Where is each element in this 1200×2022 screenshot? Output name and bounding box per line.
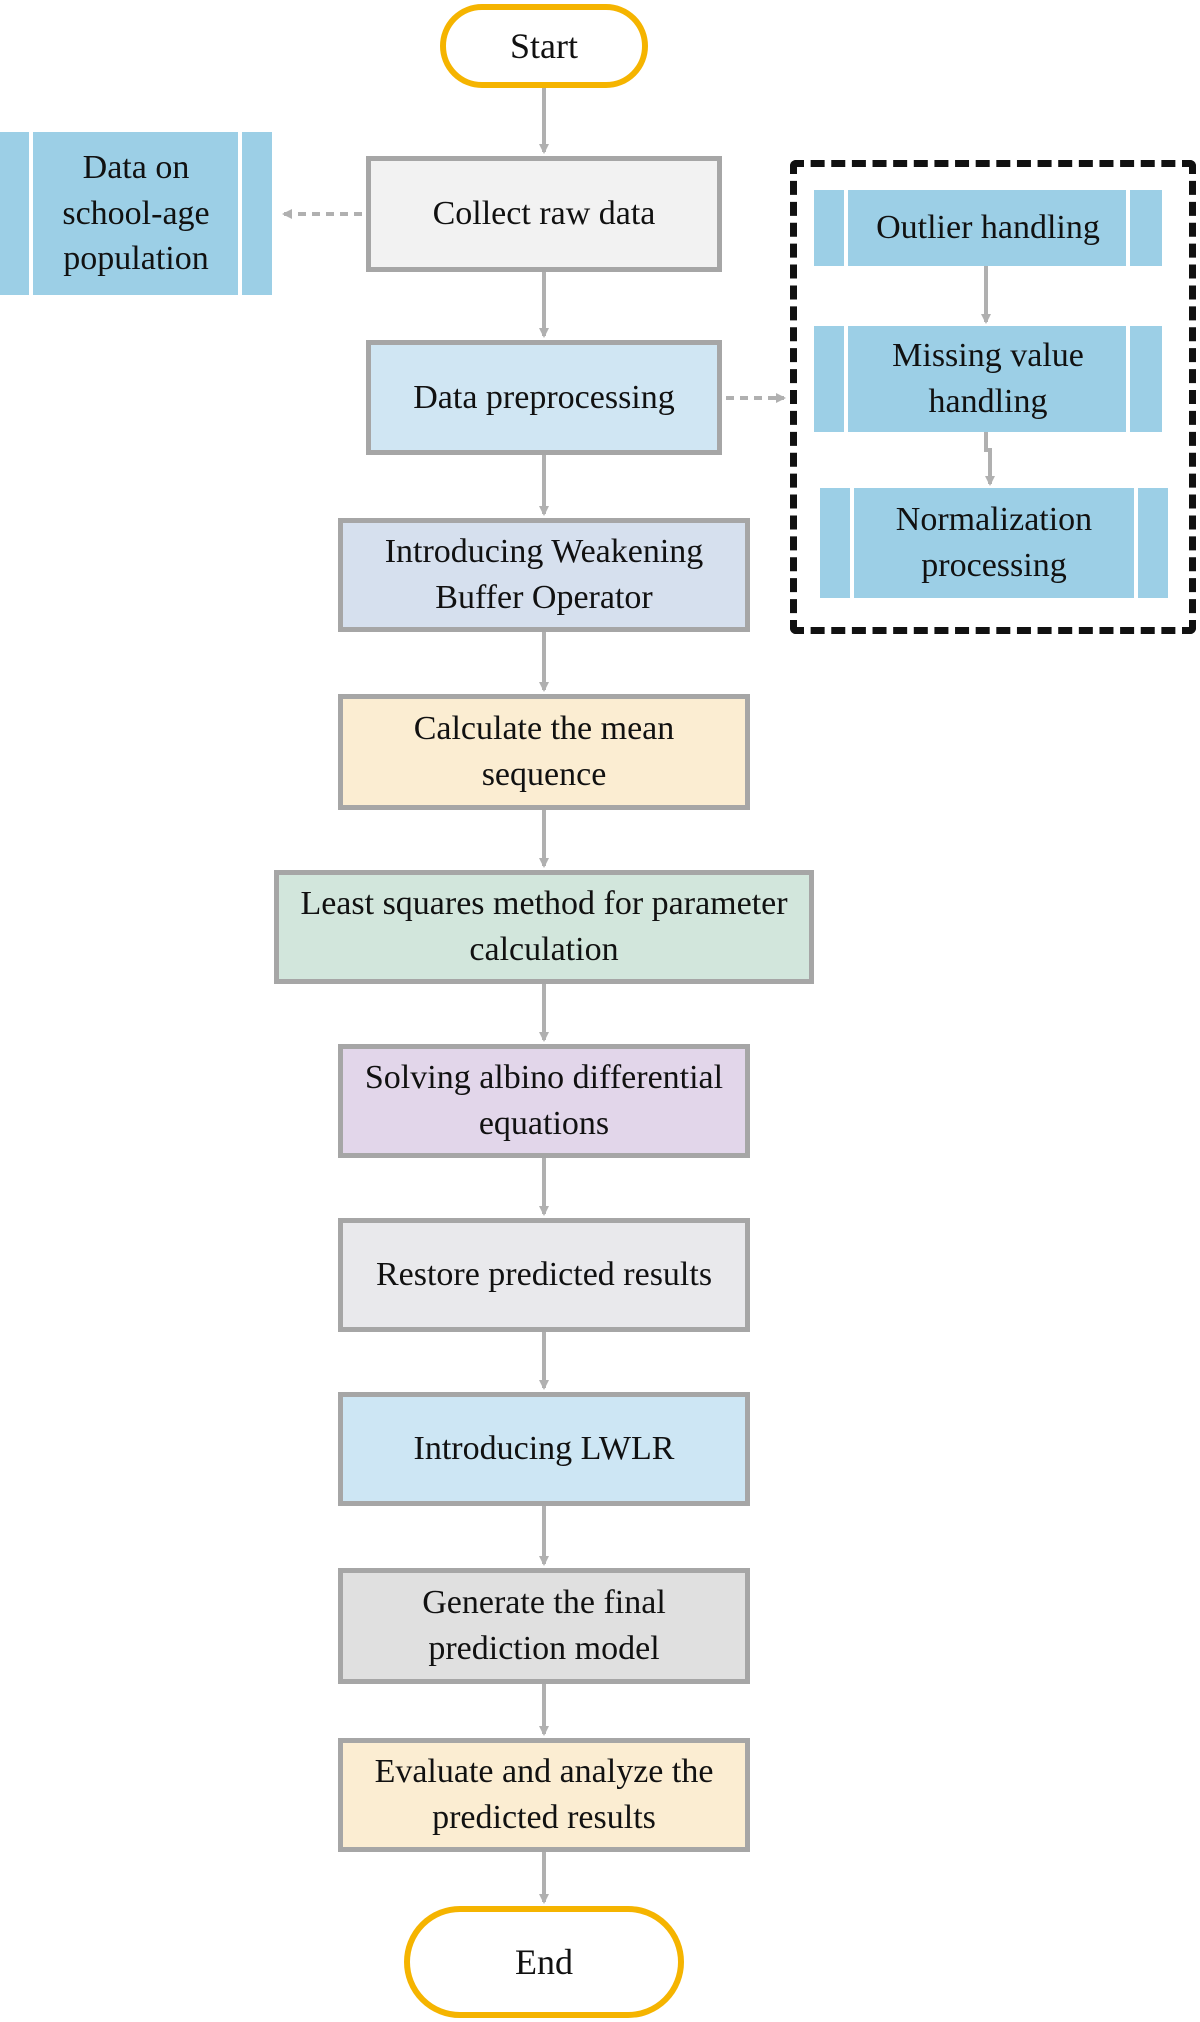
step-evaluate-results: Evaluate and analyze the predicted resul… xyxy=(338,1738,750,1852)
start-label: Start xyxy=(510,26,578,66)
step-label: Introducing Weakening Buffer Operator xyxy=(384,533,704,616)
left-divider xyxy=(850,488,854,598)
substep-missing-value: Missing value handling xyxy=(814,326,1162,432)
step-label: Evaluate and analyze the predicted resul… xyxy=(374,1753,714,1836)
step-restore-results: Restore predicted results xyxy=(338,1218,750,1332)
step-introducing-lwlr: Introducing LWLR xyxy=(338,1392,750,1506)
start-terminal: Start xyxy=(440,4,648,88)
data-source-label: Data on school-age population xyxy=(62,148,210,278)
step-collect-raw-data: Collect raw data xyxy=(366,156,722,272)
step-label: Collect raw data xyxy=(432,195,656,233)
substep-label: Missing value handling xyxy=(892,337,1084,420)
substep-outlier-handling: Outlier handling xyxy=(814,190,1162,266)
step-label: Introducing LWLR xyxy=(413,1430,675,1468)
end-terminal: End xyxy=(404,1906,684,2018)
step-label: Generate the final prediction model xyxy=(422,1584,666,1667)
left-divider xyxy=(844,326,848,432)
data-source-box: Data on school-age population xyxy=(0,132,272,295)
step-mean-sequence: Calculate the mean sequence xyxy=(338,694,750,810)
step-label: Solving albino differential equations xyxy=(364,1059,724,1142)
preprocessing-detail-group xyxy=(790,160,1196,634)
step-data-preprocessing: Data preprocessing xyxy=(366,340,722,455)
step-label: Data preprocessing xyxy=(413,378,675,416)
step-least-squares: Least squares method for parameter calcu… xyxy=(274,870,814,984)
step-albino-equations: Solving albino differential equations xyxy=(338,1044,750,1158)
step-label: Calculate the mean sequence xyxy=(413,710,675,793)
arrow-missing-to-normalization xyxy=(984,432,995,486)
substep-label: Normalization processing xyxy=(895,501,1093,584)
right-divider xyxy=(1134,488,1138,598)
step-label: Restore predicted results xyxy=(375,1256,713,1294)
substep-normalization: Normalization processing xyxy=(820,488,1168,598)
step-weakening-buffer-operator: Introducing Weakening Buffer Operator xyxy=(338,518,750,632)
substep-label: Outlier handling xyxy=(876,209,1100,247)
left-divider xyxy=(29,132,33,295)
end-label: End xyxy=(515,1942,573,1982)
step-label: Least squares method for parameter calcu… xyxy=(300,885,788,968)
right-divider xyxy=(1126,326,1130,432)
step-final-prediction-model: Generate the final prediction model xyxy=(338,1568,750,1684)
right-divider xyxy=(238,132,242,295)
left-divider xyxy=(844,190,848,266)
right-divider xyxy=(1126,190,1130,266)
